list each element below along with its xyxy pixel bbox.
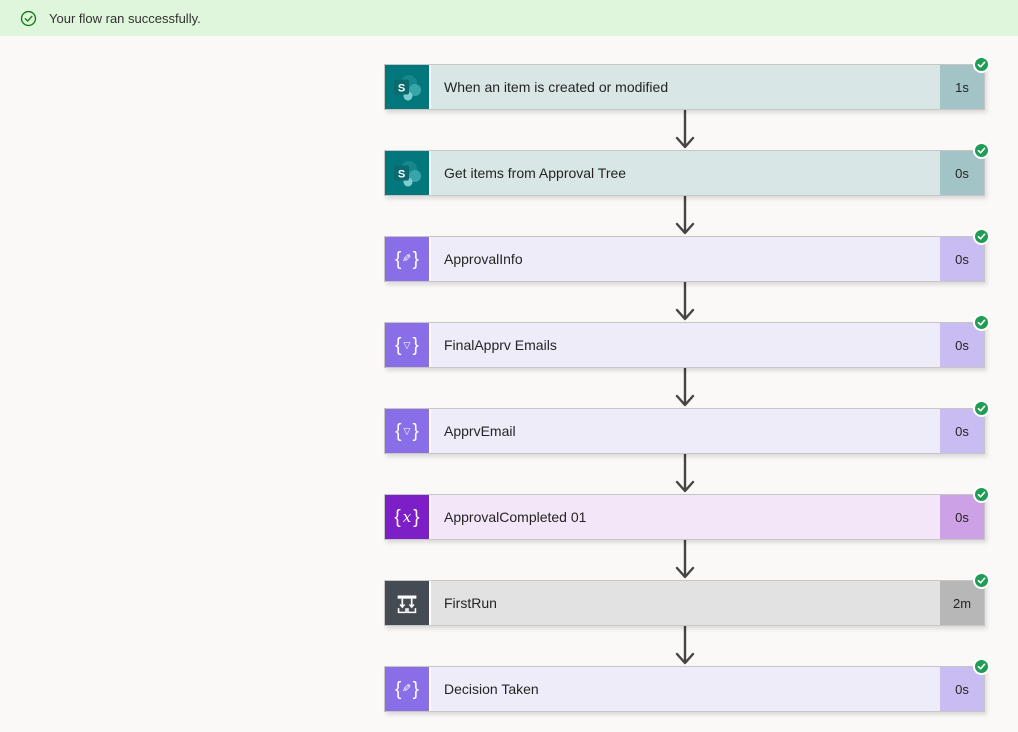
flow-step-4[interactable]: {▽} FinalApprv Emails 0s [384, 314, 990, 368]
success-check-icon [20, 10, 37, 26]
set-variable-icon: {x} [385, 495, 431, 539]
compose-icon: {✎} [385, 667, 431, 711]
flow-step-8[interactable]: {✎} Decision Taken 0s [384, 658, 990, 712]
filter-array-icon: {▽} [385, 323, 431, 367]
step-success-badge [973, 142, 990, 159]
step-duration: 0s [940, 667, 984, 711]
step-duration: 1s [940, 65, 984, 109]
step-duration: 0s [940, 237, 984, 281]
step-success-badge [973, 400, 990, 417]
success-banner: Your flow ran successfully. [0, 0, 1018, 36]
flow-step-1[interactable]: S When an item is created or modified 1s [384, 56, 990, 110]
flow-canvas: S When an item is created or modified 1s… [0, 36, 1018, 732]
step-success-badge [973, 658, 990, 675]
connector-arrow [384, 282, 985, 322]
connector-arrow [384, 110, 985, 150]
step-title: FinalApprv Emails [444, 337, 557, 353]
connector-arrow [384, 196, 985, 236]
step-duration: 0s [940, 151, 984, 195]
step-duration: 0s [940, 495, 984, 539]
banner-message: Your flow ran successfully. [49, 10, 201, 26]
svg-text:S: S [398, 83, 405, 95]
step-success-badge [973, 228, 990, 245]
step-success-badge [973, 572, 990, 589]
compose-icon: {✎} [385, 237, 431, 281]
step-title: ApprovalCompleted 01 [444, 509, 587, 525]
step-success-badge [973, 486, 990, 503]
svg-text:S: S [398, 169, 405, 181]
sharepoint-icon: S [385, 151, 431, 195]
step-success-badge [973, 56, 990, 73]
step-success-badge [973, 314, 990, 331]
step-title: ApprovalInfo [444, 251, 523, 267]
connector-arrow [384, 454, 985, 494]
filter-array-icon: {▽} [385, 409, 431, 453]
step-title: Decision Taken [444, 681, 539, 697]
step-duration: 0s [940, 409, 984, 453]
step-duration: 0s [940, 323, 984, 367]
flow-step-2[interactable]: S Get items from Approval Tree 0s [384, 142, 990, 196]
sharepoint-icon: S [385, 65, 431, 109]
flow-step-7[interactable]: FirstRun 2m [384, 572, 990, 626]
connector-arrow [384, 540, 985, 580]
flow-step-3[interactable]: {✎} ApprovalInfo 0s [384, 228, 990, 282]
step-title: ApprvEmail [444, 423, 516, 439]
step-title: When an item is created or modified [444, 79, 669, 95]
connector-arrow [384, 368, 985, 408]
flow-step-5[interactable]: {▽} ApprvEmail 0s [384, 400, 990, 454]
step-title: FirstRun [444, 595, 497, 611]
condition-icon [385, 581, 431, 625]
step-title: Get items from Approval Tree [444, 165, 627, 181]
flow-step-6[interactable]: {x} ApprovalCompleted 01 0s [384, 486, 990, 540]
step-duration: 2m [940, 581, 984, 625]
connector-arrow [384, 626, 985, 666]
